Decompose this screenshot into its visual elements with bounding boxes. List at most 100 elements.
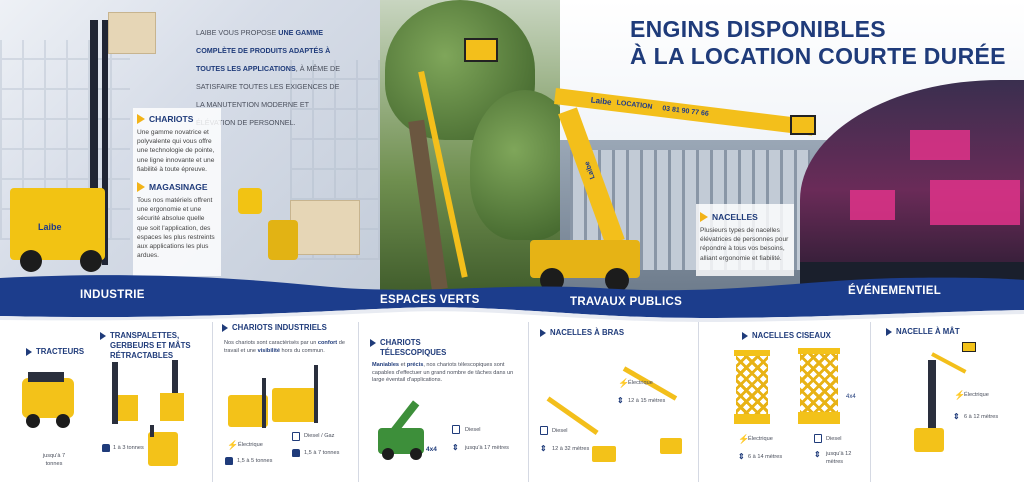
height-icon: ⇕ (617, 396, 624, 405)
telescopiques-desc: Maniables et précis, nos chariots télesc… (372, 362, 514, 383)
electric-forklift-image (228, 395, 268, 427)
fuel-pump-icon (292, 432, 300, 441)
telescopiques-fuel: Diesel (465, 427, 481, 433)
triangle-icon (137, 182, 145, 193)
chariots-text: Une gamme novatrice et polyvalente qui v… (137, 129, 215, 173)
nacelle-mat-height: 6 à 12 mètres (964, 414, 999, 420)
section-industrie: INDUSTRIE (80, 289, 145, 301)
pallet-boxes (290, 200, 360, 255)
height-icon: ⇕ (738, 452, 745, 461)
nacelles-ciseaux-elec-height: 6 à 14 mètres (748, 454, 783, 460)
electric-forklift-mast (262, 378, 266, 428)
mast-lift-image (914, 428, 944, 452)
band-wave (0, 275, 1024, 318)
forklift-brand: Laibe (38, 222, 62, 232)
magasinage-heading: MAGASINAGE (137, 182, 221, 193)
intro-bold: UNE GAMME COMPLÈTE DE PRODUITS ADAPTÉS À… (196, 28, 331, 73)
height-icon: ⇕ (814, 450, 821, 459)
boom-phone: 03 81 90 77 66 (661, 105, 710, 118)
mast-lift-mast (928, 360, 936, 440)
electric-icon: ⚡ (618, 378, 630, 388)
weight-icon (292, 449, 300, 457)
section-evenementiel: ÉVÉNEMENTIEL (848, 285, 942, 297)
cat-nacelles-ciseaux-title: NACELLES CISEAUX (742, 331, 831, 341)
cat-nacelle-mat-title: NACELLE À MÂT (886, 327, 960, 337)
page-title: ENGINS DISPONIBLES À LA LOCATION COURTE … (630, 16, 1006, 70)
nacelles-bras-elec: Électrique (628, 380, 653, 386)
forklift-mast (90, 20, 98, 265)
electric-icon: ⚡ (738, 434, 750, 444)
telescopiques-height: jusqu'à 17 mètres (465, 445, 509, 451)
tractor-wheel (26, 414, 40, 428)
fuel-pump-icon (540, 426, 548, 435)
scissor-lift-4x4-base (798, 412, 840, 424)
triangle-icon (222, 324, 228, 332)
scissor-lift-base (734, 414, 770, 424)
boom-lift-electric-image (660, 438, 682, 454)
page-title-line1: ENGINS DISPONIBLES (630, 16, 886, 42)
weight-icon (102, 444, 110, 452)
boom-brand: Laibe (590, 95, 613, 107)
section-band (0, 275, 1024, 322)
nacelles-ciseaux-elec: Électrique (748, 436, 773, 442)
pallet-truck-image (148, 432, 178, 466)
triangle-icon (742, 332, 748, 340)
cat-tracteurs-title: TRACTEURS (26, 347, 84, 357)
triangle-icon (137, 114, 145, 124)
fuel-pump-icon (814, 434, 822, 443)
boom-brand-vertical: Laibe (583, 160, 597, 180)
cat-chariots-industriels-title: CHARIOTS INDUSTRIELS (222, 323, 327, 333)
forklift-mast-2 (102, 20, 108, 265)
tracteurs-spec: jusqu'à 7 tonnes (42, 453, 66, 467)
scissor-lift-4x4-image (800, 354, 838, 414)
reach-truck-image (160, 393, 184, 421)
chariots-diesel-load: 1,5 à 7 tonnes (304, 450, 340, 456)
chariots-electrique: Électrique (238, 442, 263, 448)
nacelles-ciseaux-4x4: 4x4 (846, 394, 856, 400)
scissor-lift-image (736, 356, 768, 416)
height-icon: ⇕ (452, 443, 459, 452)
boom-wheel-2 (605, 268, 629, 292)
nacelles-panel: NACELLES Plusieurs types de nacelles élé… (696, 204, 794, 276)
mast-lift-basket (962, 342, 976, 352)
intro-part2: , À MÊME DE SATISFAIRE TOUTES LES EXIGEN… (196, 64, 341, 127)
magasinage-text: Tous nos matériels offrent une ergonomie… (137, 197, 215, 260)
electric-icon: ⚡ (227, 440, 239, 450)
forklift-load-boxes (108, 12, 156, 54)
nacelles-text: Plusieurs types de nacelles élévatrices … (700, 227, 789, 262)
nacelles-ciseaux-diesel: Diesel (826, 436, 842, 442)
triangle-icon (700, 212, 708, 222)
intro-text: LAIBE VOUS PROPOSE UNE GAMME COMPLÈTE DE… (196, 22, 348, 130)
band-shadow (0, 307, 1024, 322)
nacelles-bras-diesel-height: 12 à 32 mètres (552, 446, 590, 452)
forklift-body (10, 188, 105, 260)
pallet-jack (268, 220, 298, 260)
nacelles-heading: NACELLES (700, 212, 794, 222)
pallet-truck-handle (150, 425, 154, 437)
nacelle-mat-elec: Électrique (964, 392, 989, 398)
boom-basket (790, 115, 816, 135)
electric-icon: ⚡ (954, 390, 966, 400)
nacelles-bras-diesel: Diesel (552, 428, 568, 434)
weight-icon (225, 457, 233, 465)
scissor-lift-platform (734, 350, 770, 356)
boom-label: LOCATION (616, 99, 653, 111)
boom-lift-diesel-image (592, 446, 616, 462)
tractor-wheel-2 (56, 414, 70, 428)
stacker-image (118, 395, 138, 421)
section-espaces-verts: ESPACES VERTS (380, 294, 480, 306)
triangle-icon (100, 332, 106, 340)
height-icon: ⇕ (953, 412, 960, 421)
intro-part1: LAIBE VOUS PROPOSE (196, 28, 279, 37)
chariots-industriels-desc: Nos chariots sont caractérisés par un co… (224, 340, 345, 354)
tractor-image (22, 378, 74, 418)
chariots-electrique-load: 1,5 à 5 tonnes (237, 458, 273, 464)
pallet-truck (238, 188, 262, 214)
cat-transpalettes-title: TRANSPALETTES, GERBEURS ET MÂTS RÉTRACTA… (100, 331, 210, 361)
triangle-icon (886, 328, 892, 336)
separator (528, 322, 529, 482)
cat-nacelles-bras-title: NACELLES À BRAS (540, 328, 624, 338)
forklift-wheel-2 (80, 250, 102, 272)
telehandler-wheel-2 (410, 448, 422, 460)
stage-screen-2 (930, 180, 1020, 225)
